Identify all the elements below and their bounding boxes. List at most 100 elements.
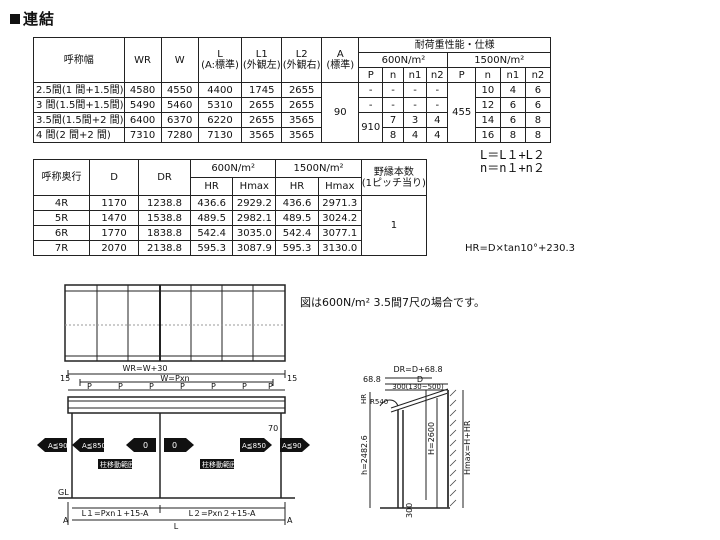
cell-name: 3 間(1.5間+1.5間) (33, 97, 125, 113)
left-fifteen: 15 (60, 374, 70, 383)
table-row: 4R 1170 1238.8 436.6 2929.2 436.6 2971.3… (32, 195, 428, 256)
cell-p600-merged: 910 (358, 112, 384, 143)
cell-name: 5R (32, 210, 91, 226)
formula-n: n＝n１+n２ (480, 161, 545, 175)
offset-label: 68.8 (363, 375, 381, 384)
d-label: D (417, 375, 423, 384)
table-row: 4 間(2 間+2 間) 7310 7280 7130 3565 3565 8 … (33, 127, 552, 143)
cell-l2: 2655 (281, 97, 323, 113)
cell-n600: - (382, 82, 404, 98)
hmax-label: Hmax=H+HR (463, 420, 472, 475)
cell-l: 4400 (197, 82, 243, 98)
arrow-left-icon (72, 438, 80, 452)
cell-hr1500: 595.3 (275, 240, 319, 256)
cell-w: 4550 (160, 82, 199, 98)
col-header-l1-sub: (外観左) (242, 60, 281, 71)
a-le90-right: A≦90 (282, 442, 302, 450)
h2482-label: h=2482.6 (360, 435, 369, 475)
cell-n1-600: - (402, 82, 428, 98)
formula-block: L＝L１+L２ n＝n１+n２ (480, 149, 545, 175)
cell-hr1500: 542.4 (275, 225, 319, 241)
range-label-left: 柱移動範囲 (100, 460, 135, 469)
cell-hr600: 542.4 (189, 225, 234, 241)
cell-l: 6220 (197, 112, 243, 128)
col-header-1500: 1500N/m² (275, 159, 362, 178)
a-left: A (63, 516, 69, 525)
cell-name: 7R (32, 240, 91, 256)
cell-n2-1500: 6 (524, 97, 552, 113)
cell-w: 6370 (160, 112, 199, 128)
cell-n1-600: - (402, 97, 428, 113)
col-header-n1-600: n1 (402, 67, 428, 83)
cell-hr1500: 489.5 (275, 210, 319, 226)
front-elevation-view (58, 370, 295, 525)
gl-label: GL (58, 488, 69, 497)
cell-n1-1500: 6 (499, 112, 526, 128)
cell-hmax1500: 3024.2 (317, 210, 362, 226)
pitch-label: P (180, 382, 185, 391)
cell-w: 7280 (160, 127, 199, 143)
cell-n2-600: - (426, 97, 449, 113)
cell-n1500: 10 (474, 82, 501, 98)
arrow-body (134, 438, 156, 452)
col-header-600: 600N/m² (189, 159, 277, 178)
seventy-label: 70 (268, 424, 278, 433)
range-label-box (200, 459, 234, 469)
col-header-n1-1500: n1 (499, 67, 526, 83)
h2600-label: H=2600 (427, 422, 436, 455)
col-header-l: L(A:標準) (197, 37, 243, 83)
col-header-hmax1500: Hmax (317, 177, 362, 196)
cell-l1: 3565 (241, 127, 283, 143)
arrow-left-icon (37, 438, 45, 452)
cell-n1-1500: 8 (499, 127, 526, 143)
arrow-group (37, 438, 310, 469)
col-header-rafter-text: 野縁本数 (373, 166, 414, 178)
cell-hmax600: 2929.2 (232, 195, 277, 211)
cell-hr600: 595.3 (189, 240, 234, 256)
a-le90-left: A≦90 (48, 442, 68, 450)
col-header-a-sub: (標準) (326, 60, 355, 71)
col-header-name: 呼称幅 (33, 37, 125, 83)
cell-n1-600: 4 (402, 127, 428, 143)
cell-l1: 2655 (241, 112, 283, 128)
cell-dr: 2138.8 (138, 240, 191, 256)
cell-hr600: 489.5 (189, 210, 234, 226)
table-row: 3 間(1.5間+1.5間) 5490 5460 5310 2655 2655 … (33, 97, 552, 113)
cell-hmax600: 2982.1 (232, 210, 277, 226)
table-row: 7R 2070 2138.8 595.3 3087.9 595.3 3130.0 (32, 240, 427, 256)
cell-n1-1500: 6 (499, 97, 526, 113)
col-header-a-text: A (336, 49, 344, 60)
cell-n2-600: - (426, 82, 449, 98)
range-label-right: 柱移動範囲 (202, 460, 237, 469)
cell-n600: 7 (382, 112, 404, 128)
wr-label: WR=W+30 (123, 364, 168, 373)
col-header-1500: 1500N/m² (447, 52, 551, 68)
three-hundred-label: 300 (405, 503, 414, 518)
pitch-label: P (211, 382, 216, 391)
right-fifteen: 15 (287, 374, 297, 383)
square-bullet-icon (10, 13, 20, 24)
cell-name: 2.5間(1 間+1.5間) (33, 82, 125, 98)
col-header-n2-600: n2 (426, 67, 449, 83)
w-label: W=Pxn (160, 374, 189, 383)
col-header-performance: 耐荷重性能・仕様 (358, 37, 551, 53)
cell-hmax1500: 2971.3 (317, 195, 362, 211)
cell-wr: 5490 (123, 97, 162, 113)
technical-drawing: WR=W+30 W=Pxn 15 15 P P P P P P P A≦90 A… (37, 284, 472, 531)
col-header-p600: P (358, 67, 384, 83)
cell-l: 5310 (197, 97, 243, 113)
a-le850-left: A≦850 (82, 442, 106, 450)
cell-p1500: 455 (447, 82, 476, 143)
drawing-note: 図は600N/m² 3.5間7尺の場合です。 (300, 296, 485, 309)
cell-n1-600: 3 (402, 112, 428, 128)
arrow-right-icon (264, 438, 272, 452)
cell-dr: 1838.8 (138, 225, 191, 241)
col-header-w: W (160, 37, 199, 83)
cell-dr: 1538.8 (138, 210, 191, 226)
pitch-label: P (87, 382, 92, 391)
col-header-depth-name: 呼称奥行 (32, 159, 91, 196)
zero-left: 0 (143, 441, 148, 450)
r540-label: R540 (370, 398, 388, 406)
cell-w: 5460 (160, 97, 199, 113)
cell-d: 1170 (89, 195, 140, 211)
